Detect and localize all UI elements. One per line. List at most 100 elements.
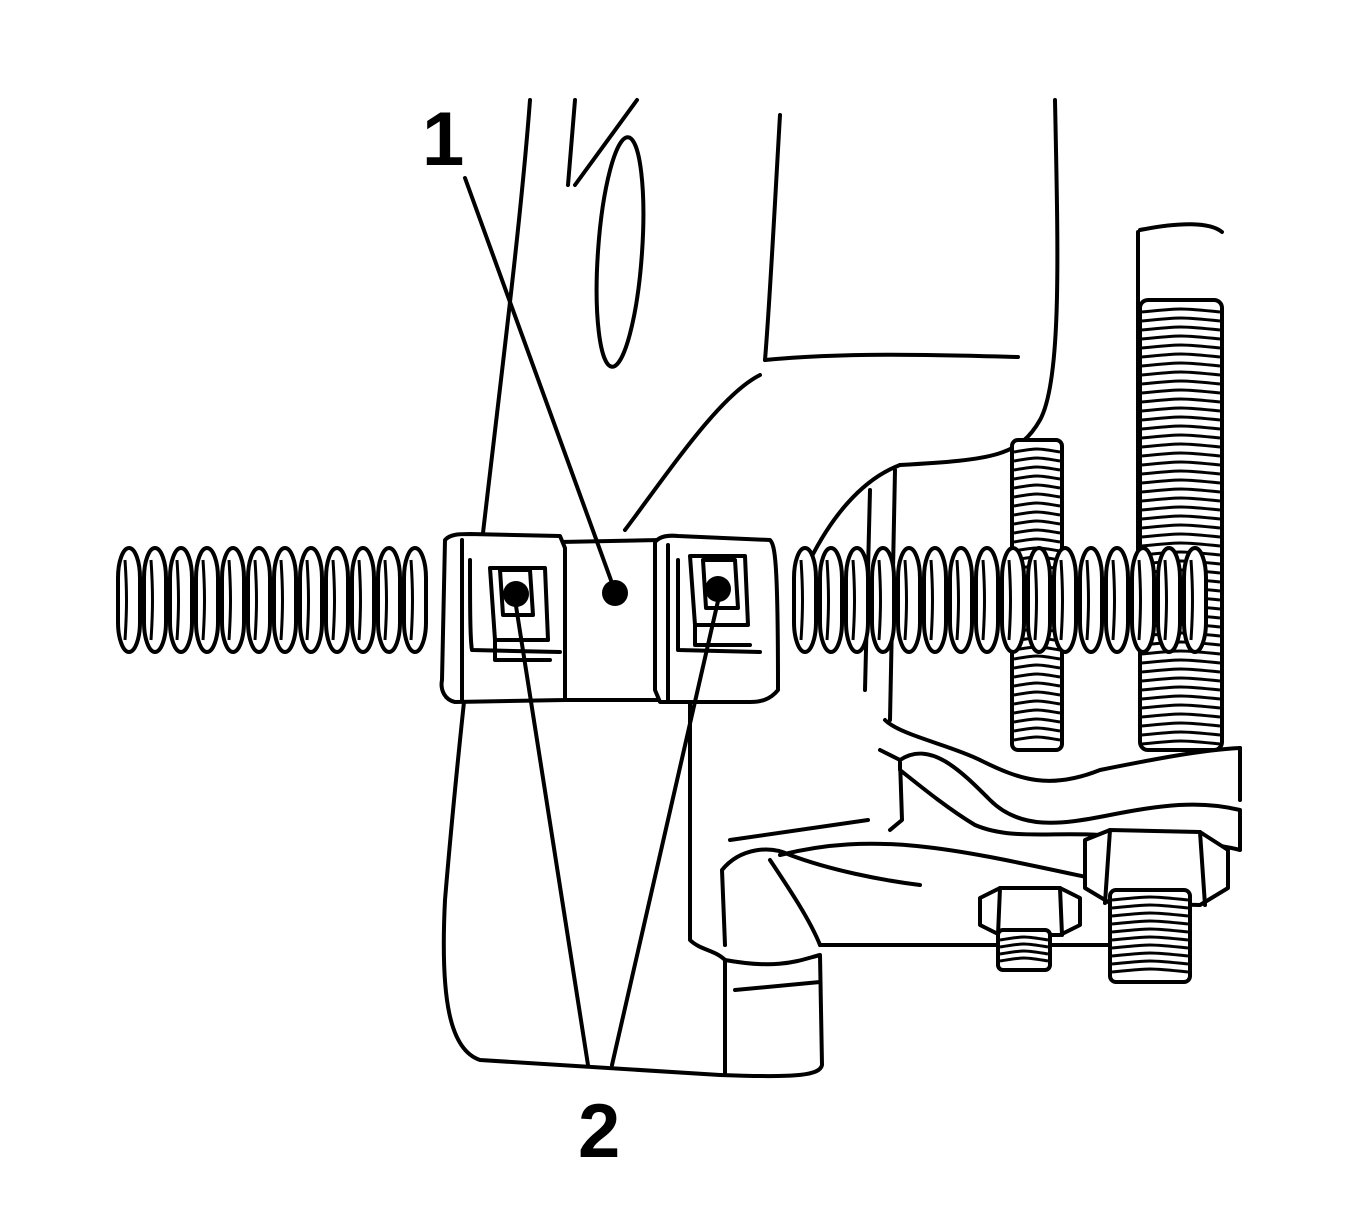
rod-a-thread-26 [1013,681,1061,688]
lower-bracket [688,678,1117,1079]
rod-a-thread-23 [1013,654,1061,661]
strut-body [441,98,1060,1077]
rod-b-thread-48 [1141,739,1221,746]
coil-inner-2 [175,559,180,641]
stud-b-thread-1 [999,942,1049,949]
coil-inner-0 [123,559,128,641]
rod-a-thread-27 [1013,690,1061,697]
coil-inner-33 [981,559,986,641]
rod-a-thread-8 [1013,519,1061,526]
coil-6 [272,546,298,654]
coil-inner-32 [955,559,960,641]
stud-b-thread-3 [999,956,1049,963]
rod-b-thread-24 [1141,523,1221,530]
coil-inner-26 [799,559,804,641]
rod-a-thread-28 [1013,699,1061,706]
coil-inner-5 [253,559,258,641]
rod-b-thread-44 [1141,703,1221,710]
rod-a-thread-6 [1013,501,1061,508]
coil-inner-8 [331,559,336,641]
coil-9 [350,546,376,654]
rod-a-thread-31 [1013,726,1061,733]
rod-b-thread-6 [1141,361,1221,368]
callout-label-2: 2 [578,1089,620,1174]
rod-b-thread-26 [1141,541,1221,548]
coil-inner-38 [1111,559,1116,641]
rod-a-thread-9 [1013,528,1061,535]
rod-b-thread-12 [1141,415,1221,422]
stud-a-thread-7 [1111,951,1189,958]
bottom-nuts [978,828,1230,984]
callout-leaders [463,176,720,1067]
coil-inner-35 [1033,559,1038,641]
coil-32 [948,546,974,654]
coil-11 [402,546,428,654]
coil-inner-39 [1137,559,1142,641]
rod-a-thread-29 [1013,708,1061,715]
rod-a-thread-25 [1013,672,1061,679]
coil-inner-31 [929,559,934,641]
rod-a-thread-10 [1013,537,1061,544]
rod-b-thread-39 [1141,658,1221,665]
coil-2 [168,546,194,654]
coil-inner-41 [1189,559,1194,641]
rod-b-thread-25 [1141,532,1221,539]
stud-a-thread-2 [1111,911,1189,918]
compressor-spindle [116,546,1208,654]
rod-b-thread-16 [1141,451,1221,458]
stud-a-thread-9 [1111,967,1189,974]
rod-b-thread-20 [1141,487,1221,494]
stud-a-thread-4 [1111,927,1189,934]
coil-inner-7 [305,559,310,641]
rod-b-thread-43 [1141,694,1221,701]
rod-b-thread-21 [1141,496,1221,503]
callout-label-1: 1 [422,97,464,182]
compressor-threaded-rods [1010,222,1224,752]
coil-4 [220,546,246,654]
locking-screw-left [503,581,529,607]
coil-inner-34 [1007,559,1012,641]
coil-38 [1104,546,1130,654]
leader-2a [514,604,590,1067]
coil-36 [1052,546,1078,654]
coil-10 [376,546,402,654]
rod-b-thread-11 [1141,406,1221,413]
rod-b-thread-2 [1141,325,1221,332]
leader-1 [463,176,614,585]
rod-b-thread-41 [1141,676,1221,683]
stud-a-thread-6 [1111,943,1189,950]
rod-b-thread-46 [1141,721,1221,728]
coil-39 [1130,546,1156,654]
rod-b-thread-47 [1141,730,1221,737]
coil-1 [142,546,168,654]
rod-b-thread-14 [1141,433,1221,440]
rod-b-thread-1 [1141,316,1221,323]
coil-5 [246,546,272,654]
rod-b-thread-4 [1141,343,1221,350]
rod-b-threads [1141,307,1221,746]
rod-a-thread-32 [1013,735,1061,742]
locking-screw-right [705,576,731,602]
coil-inner-3 [201,559,206,641]
rod-b-thread-7 [1141,370,1221,377]
coil-inner-40 [1163,559,1168,641]
coil-28 [844,546,870,654]
coil-37 [1078,546,1104,654]
rod-b-thread-40 [1141,667,1221,674]
stud-b-thread-2 [999,949,1049,956]
rod-b-thread-8 [1141,379,1221,386]
rod-b-thread-13 [1141,424,1221,431]
rod-b-thread-38 [1141,649,1221,656]
coil-inner-9 [357,559,362,641]
coil-34 [1000,546,1026,654]
coil-41 [1182,546,1208,654]
coil-8 [324,546,350,654]
rod-b-thread-10 [1141,397,1221,404]
coil-35 [1026,546,1052,654]
rod-b-thread-19 [1141,478,1221,485]
coil-inner-37 [1085,559,1090,641]
tool-body-point [602,580,628,606]
coil-inner-27 [825,559,830,641]
stud-a-thread-5 [1111,935,1189,942]
stud-a-thread-3 [1111,919,1189,926]
